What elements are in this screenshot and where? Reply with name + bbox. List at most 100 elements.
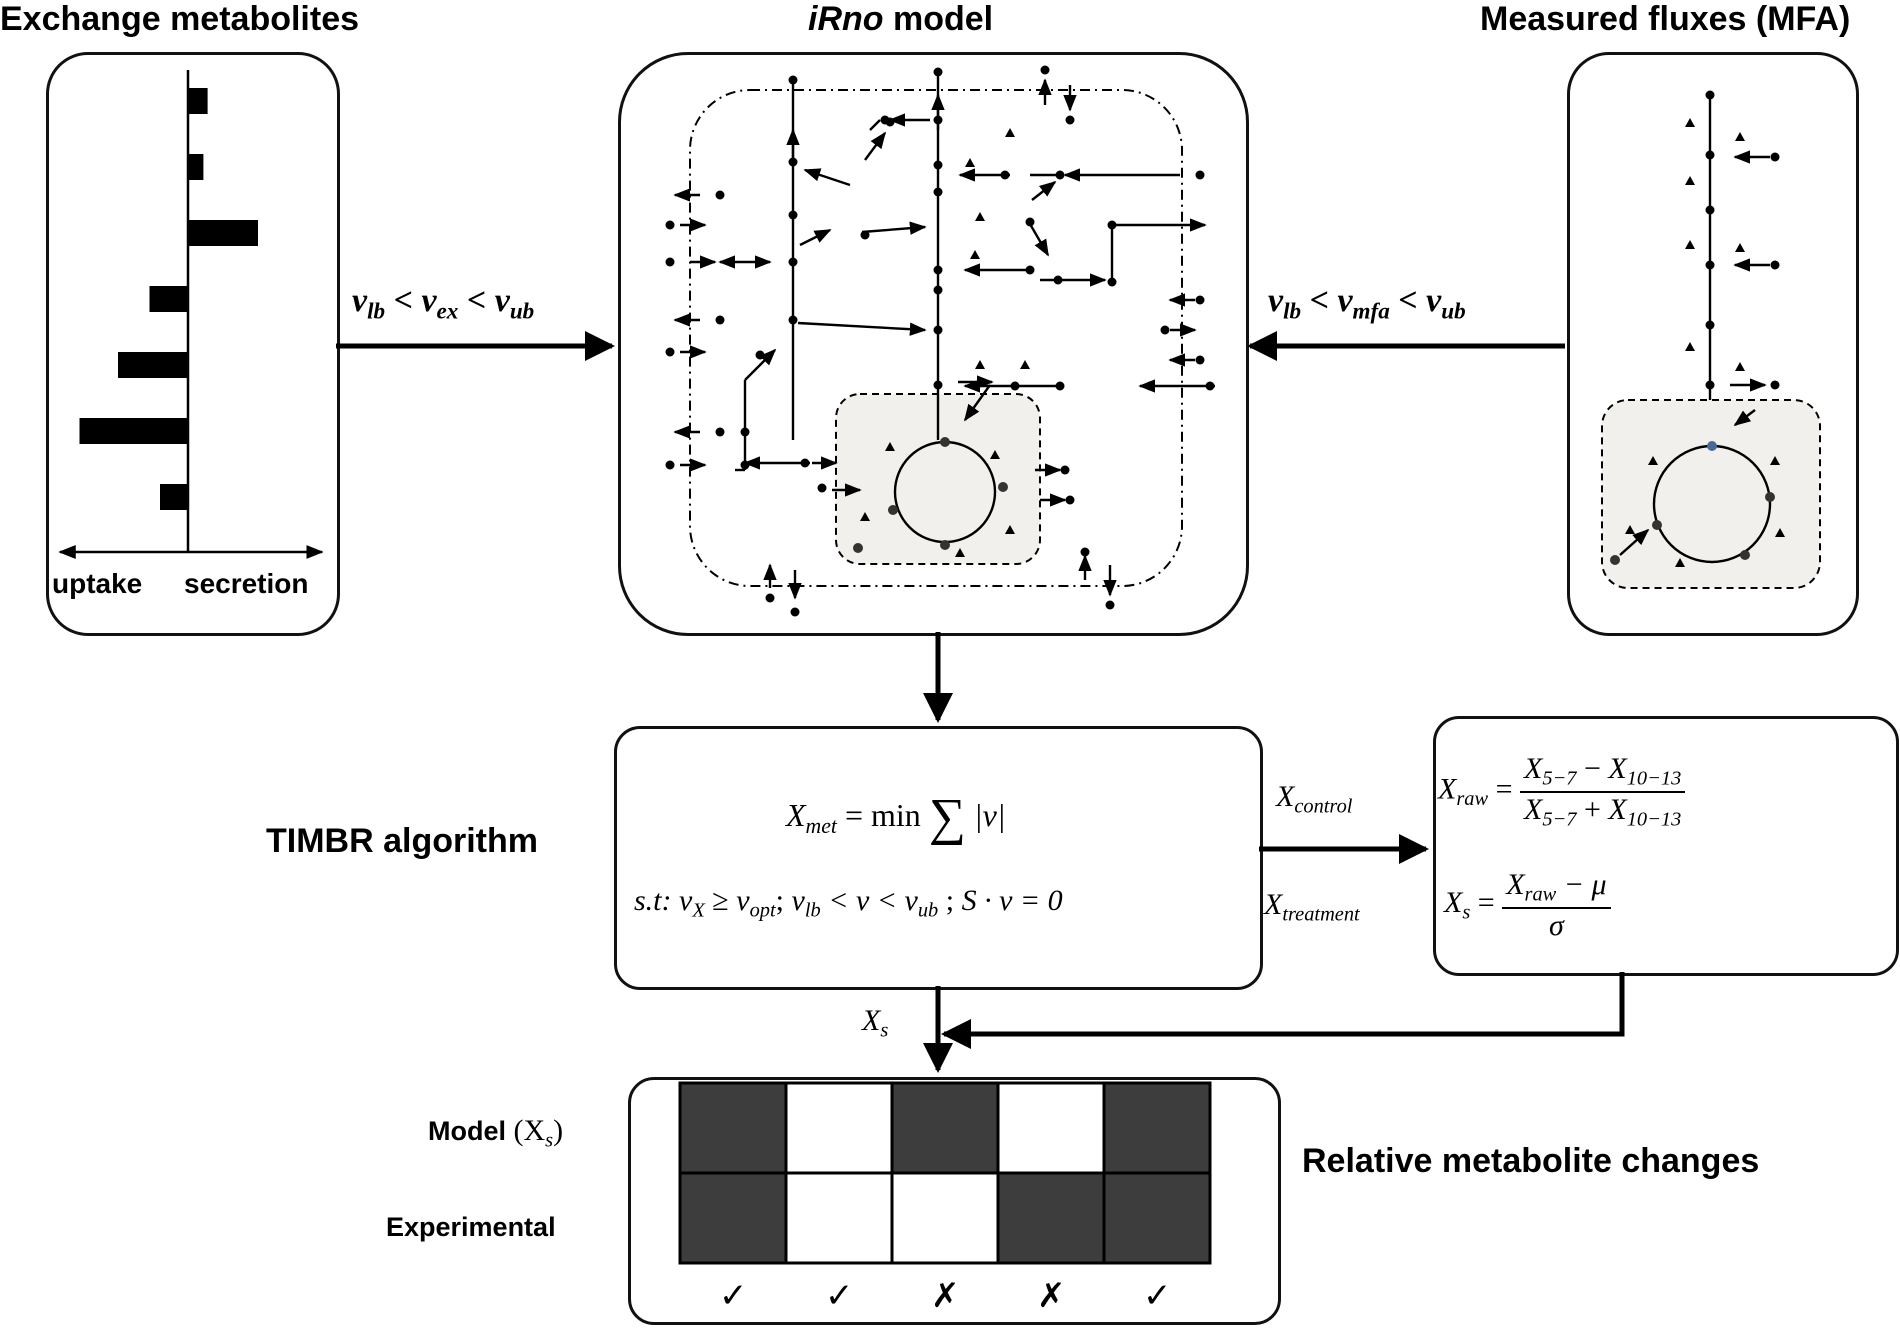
raw-denominator: X5−7 + X10−13 bbox=[1520, 793, 1685, 832]
range-sub: 5−7 bbox=[1542, 808, 1577, 831]
experimental-cell bbox=[1102, 1171, 1212, 1265]
zscore-numerator: Xraw − μ bbox=[1502, 868, 1611, 909]
relative-changes-title: Relative metabolite changes bbox=[1302, 1142, 1760, 1180]
comparison-grid bbox=[678, 1081, 1212, 1265]
x-symbol: X bbox=[1608, 792, 1627, 826]
stoichiometry: S · v = 0 bbox=[961, 884, 1063, 917]
s-sub: s bbox=[545, 1129, 554, 1152]
match-mark: ✗ bbox=[1037, 1276, 1066, 1316]
mfa-constraint: vlb < vmfa < vub bbox=[1268, 282, 1466, 325]
match-mark: ✓ bbox=[1143, 1276, 1172, 1316]
model-cell bbox=[678, 1081, 788, 1175]
v-symbol: v bbox=[1337, 282, 1353, 319]
mfa-nodes bbox=[1610, 90, 1785, 567]
lb-sub: lb bbox=[1283, 298, 1302, 325]
irno-model-title: iRno model bbox=[808, 0, 993, 39]
model-xs: (Xs) bbox=[513, 1114, 564, 1152]
v-symbol: v bbox=[421, 282, 437, 319]
exchange-bar bbox=[188, 154, 204, 180]
x-symbol: X bbox=[1608, 752, 1627, 785]
paren-close: ) bbox=[553, 1114, 564, 1147]
v-symbol: v bbox=[494, 282, 510, 319]
ub-sub: ub bbox=[509, 298, 535, 325]
exchange-bar bbox=[149, 286, 188, 312]
exchange-bar-chart bbox=[79, 70, 258, 552]
timbr-title: TIMBR algorithm bbox=[266, 822, 538, 860]
treatment-label: Xtreatment bbox=[1264, 888, 1360, 927]
ub-sub: ub bbox=[917, 899, 939, 922]
s-sub: s bbox=[1462, 901, 1471, 924]
sum-symbol: ∑ bbox=[928, 789, 966, 846]
v-symbol: v bbox=[679, 884, 693, 917]
timbr-constraints: s.t: vX ≥ vopt; vlb < v < vub ; S · v = … bbox=[634, 884, 1063, 923]
exchange-bar bbox=[160, 484, 188, 510]
range-sub: 10−13 bbox=[1626, 767, 1682, 790]
model-row-label: Model (Xs) bbox=[428, 1114, 563, 1153]
experimental-cell bbox=[890, 1171, 1000, 1265]
experimental-row-label: Experimental bbox=[386, 1212, 556, 1242]
model-word: Model bbox=[428, 1116, 514, 1146]
exchange-panel bbox=[46, 52, 340, 636]
x-symbol: X bbox=[1523, 792, 1543, 826]
x-symbol: X bbox=[786, 797, 806, 833]
cell-membrane bbox=[689, 89, 1183, 587]
network-nodes bbox=[665, 65, 1215, 617]
model-cell bbox=[784, 1081, 894, 1175]
measured-fluxes-title: Measured fluxes (MFA) bbox=[1480, 0, 1851, 38]
v-symbol: v bbox=[1426, 282, 1442, 319]
semicolon: ; bbox=[938, 884, 962, 917]
match-mark: ✓ bbox=[825, 1276, 854, 1316]
exchange-constraint: vlb < vex < vub bbox=[352, 282, 534, 325]
lt-symbol: < bbox=[1389, 282, 1427, 319]
treatment-sub: treatment bbox=[1282, 903, 1360, 926]
lt-symbol: < bbox=[385, 282, 422, 319]
control-sub: control bbox=[1294, 795, 1353, 818]
paren-x: (X bbox=[513, 1114, 546, 1147]
experimental-cell bbox=[784, 1171, 894, 1265]
range-sub: 5−7 bbox=[1542, 767, 1577, 790]
plus: + bbox=[1576, 792, 1609, 826]
ub-sub: ub bbox=[1441, 298, 1466, 325]
model-cell bbox=[890, 1081, 1000, 1175]
xs-label: Xs bbox=[862, 1004, 888, 1043]
lt-symbol: < bbox=[458, 282, 495, 319]
x-sub: X bbox=[692, 899, 705, 922]
irno-model-title-italic: iRno bbox=[808, 0, 884, 38]
experimental-cell bbox=[996, 1171, 1106, 1265]
irno-network bbox=[673, 72, 1215, 600]
exchange-bar bbox=[79, 418, 188, 444]
lt-symbol: < bbox=[1301, 282, 1338, 319]
equals-min: = min bbox=[836, 797, 929, 833]
range-sub: 10−13 bbox=[1626, 808, 1682, 831]
mfa-mitochondrion bbox=[1601, 399, 1821, 589]
semicolon: ; bbox=[775, 884, 792, 917]
x-symbol: X bbox=[1438, 772, 1457, 806]
lt-v-lt: < v < bbox=[820, 884, 905, 917]
sigma: σ bbox=[1548, 908, 1564, 942]
uptake-label: uptake bbox=[52, 568, 143, 599]
x-symbol: X bbox=[1444, 886, 1463, 920]
x-symbol: X bbox=[1506, 868, 1525, 901]
x-symbol: X bbox=[1264, 888, 1283, 921]
exchange-bar bbox=[188, 88, 208, 114]
raw-sub: raw bbox=[1524, 883, 1557, 906]
raw-numerator: X5−7 − X10−13 bbox=[1519, 752, 1686, 793]
lb-sub: lb bbox=[804, 899, 821, 922]
equals: = bbox=[1470, 886, 1503, 920]
arrow-score-to-comparison bbox=[941, 972, 1625, 1049]
v-symbol: v bbox=[904, 884, 918, 917]
exchange-bar bbox=[118, 352, 188, 378]
v-symbol: v bbox=[352, 282, 368, 319]
s-sub: s bbox=[880, 1019, 889, 1042]
exchange-bar bbox=[188, 220, 258, 246]
st-label: s.t: bbox=[634, 884, 679, 917]
x-symbol: X bbox=[1276, 780, 1295, 813]
equals: = bbox=[1488, 772, 1520, 806]
met-sub: met bbox=[805, 813, 837, 838]
match-mark: ✗ bbox=[931, 1276, 960, 1316]
control-label: Xcontrol bbox=[1276, 780, 1352, 819]
